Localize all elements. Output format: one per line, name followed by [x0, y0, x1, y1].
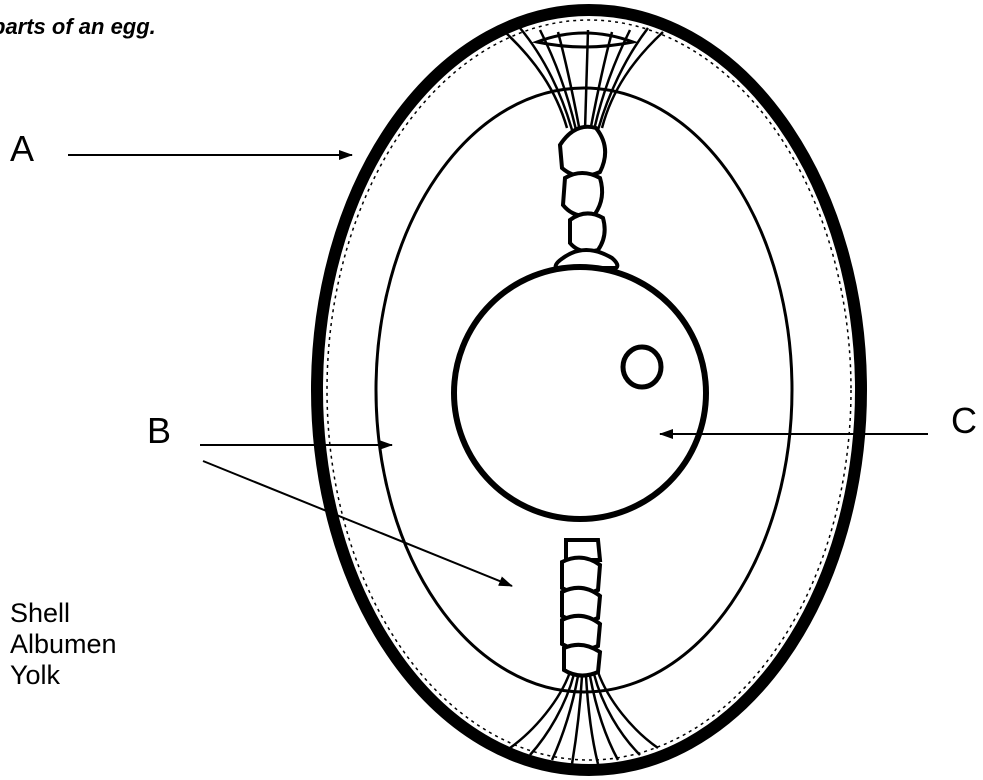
pointer-b-2: [203, 461, 512, 586]
label-a: A: [10, 131, 34, 167]
chalaza-bottom: [510, 672, 658, 764]
word-bank-item: Albumen: [10, 629, 117, 660]
chalaza-bottom-twist: [562, 540, 600, 676]
label-b: B: [147, 413, 171, 449]
word-bank-item: Shell: [10, 598, 117, 629]
word-bank: Shell Albumen Yolk: [10, 598, 117, 691]
chalaza-top-twist: [556, 127, 618, 268]
label-c: C: [951, 403, 977, 439]
word-bank-item: Yolk: [10, 660, 117, 691]
air-space: [537, 33, 633, 47]
chalaza-top: [505, 28, 663, 132]
yolk: [454, 267, 706, 519]
